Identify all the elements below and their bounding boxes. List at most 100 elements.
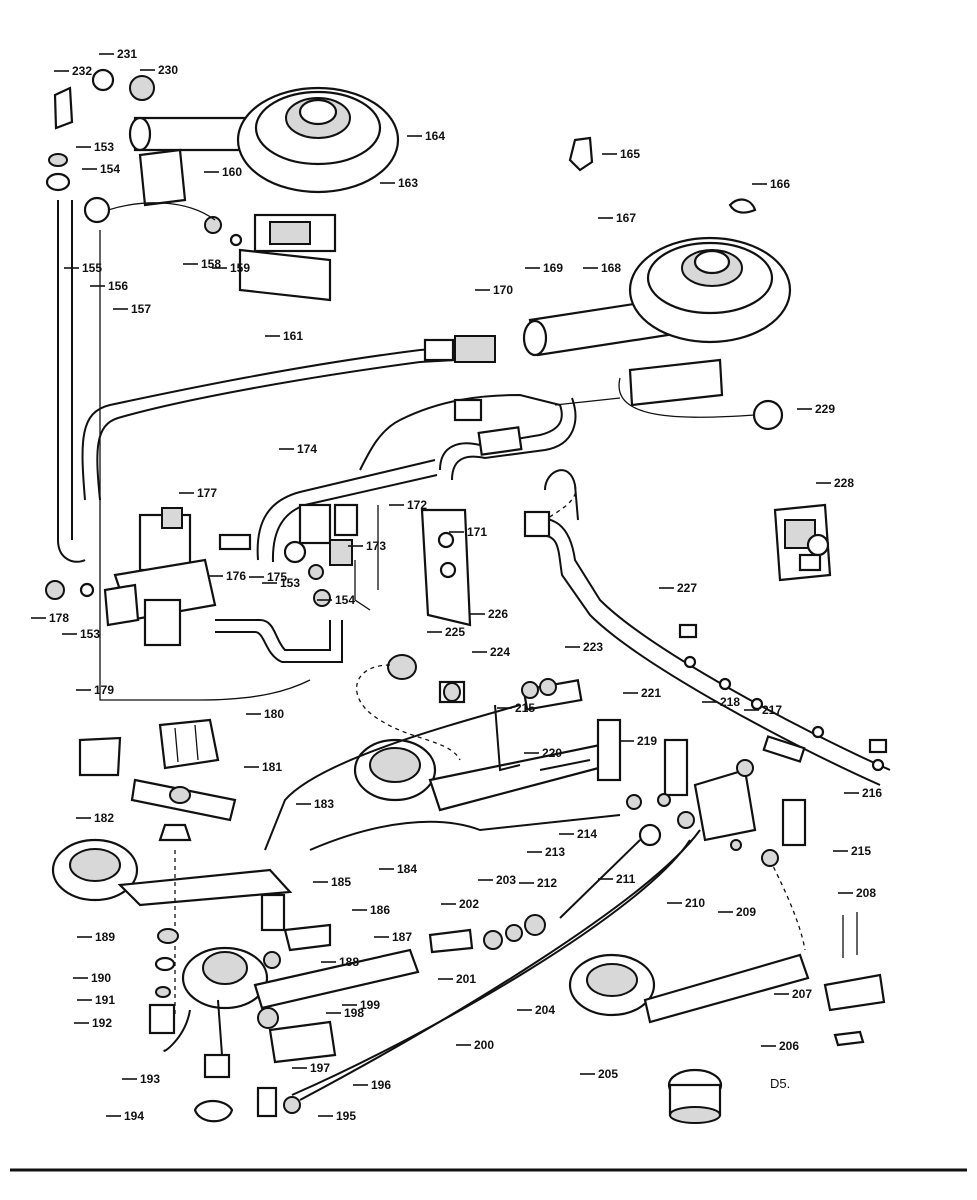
part-label-172: 172 [407,498,427,512]
part-label-153: 153 [280,576,300,590]
valve-bracket-top [83,196,337,302]
burner-bottom-right-204 [568,953,810,1024]
corner-mark: D5. [770,1076,790,1091]
burner-bottom-left [51,838,293,907]
part-label-189: 189 [95,930,115,944]
nut-178 [45,580,95,600]
tube-right-angle [544,469,579,521]
dash-215 [769,859,806,951]
part-label-153: 153 [80,627,100,641]
part-label-208: 208 [856,886,876,900]
part-label-180: 180 [264,707,284,721]
tube-227 [523,510,891,786]
part-label-197: 197 [310,1061,330,1075]
part-label-224: 224 [490,645,510,659]
part-label-161: 161 [283,329,303,343]
part-label-215: 215 [515,701,535,715]
bracket-179 [78,736,122,777]
part-label-194: 194 [124,1109,144,1123]
part-label-221: 221 [641,686,661,700]
cap-182 [158,823,192,1015]
burner-163 [128,86,400,194]
clip-165 [568,136,594,172]
part-label-226: 226 [488,607,508,621]
clip-166 [728,198,757,214]
parts-206-208 [823,912,886,1047]
part-label-183: 183 [314,797,334,811]
part-label-228: 228 [834,476,854,490]
part-label-216: 216 [862,786,882,800]
tube-183 [264,704,521,851]
part-label-229: 229 [815,402,835,416]
part-label-230: 230 [158,63,178,77]
part-label-178: 178 [49,611,69,625]
burner-bottom-front [181,946,420,1010]
part-label-200: 200 [474,1038,494,1052]
part-label-220: 220 [542,746,562,760]
part-label-158: 158 [201,257,221,271]
part-label-231: 231 [117,47,137,61]
part-label-205: 205 [598,1067,618,1081]
part-label-164: 164 [425,129,445,143]
bracket-160 [138,148,187,207]
part-label-227: 227 [677,581,697,595]
tube-184 [309,814,621,851]
part-label-175: 175 [267,570,287,584]
part-label-204: 204 [535,1003,555,1017]
part-label-156: 156 [108,279,128,293]
part-label-232: 232 [72,64,92,78]
part-label-192: 192 [92,1016,112,1030]
part-label-210: 210 [685,896,705,910]
part-label-154: 154 [100,162,120,176]
part-label-154: 154 [335,593,355,607]
rod-200 [299,829,701,1101]
part-label-196: 196 [371,1078,391,1092]
valve-172-175 [283,503,379,611]
part-label-177: 177 [197,486,217,500]
small-parts-185-188 [260,893,546,969]
part-label-215: 215 [851,844,871,858]
part-label-184: 184 [397,862,417,876]
fitting-170 [423,335,496,363]
part-label-212: 212 [537,876,557,890]
part-label-185: 185 [331,875,351,889]
part-label-219: 219 [637,734,657,748]
part-label-176: 176 [226,569,246,583]
bracket-171 [420,508,472,627]
tube-176 [215,533,343,663]
valve-group-215-221 [494,704,807,867]
part-label-181: 181 [262,760,282,774]
part-label-201: 201 [456,972,476,986]
part-label-160: 160 [222,165,242,179]
tube-181 [130,778,237,822]
part-label-186: 186 [370,903,390,917]
tube-157 [99,230,311,701]
fittings-223-226 [355,654,583,761]
part-label-223: 223 [583,640,603,654]
part-label-206: 206 [779,1039,799,1053]
part-label-168: 168 [601,261,621,275]
part-label-187: 187 [392,930,412,944]
manifold-center [359,393,621,481]
bracket-180 [158,718,220,770]
part-label-170: 170 [493,283,513,297]
part-label-211: 211 [616,872,636,886]
regulator-228 [773,503,832,582]
part-label-167: 167 [616,211,636,225]
part-label-163: 163 [398,176,418,190]
burner-167 [522,236,792,357]
valve-177 [103,507,217,647]
part-label-198: 198 [344,1006,364,1020]
part-label-157: 157 [131,302,151,316]
part-label-166: 166 [770,177,790,191]
part-label-155: 155 [82,261,102,275]
nuts-189-192 [148,928,179,1035]
part-label-209: 209 [736,905,756,919]
part-label-214: 214 [577,827,597,841]
part-label-173: 173 [366,539,386,553]
part-label-199: 199 [360,998,380,1012]
part-label-193: 193 [140,1072,160,1086]
part-label-179: 179 [94,683,114,697]
